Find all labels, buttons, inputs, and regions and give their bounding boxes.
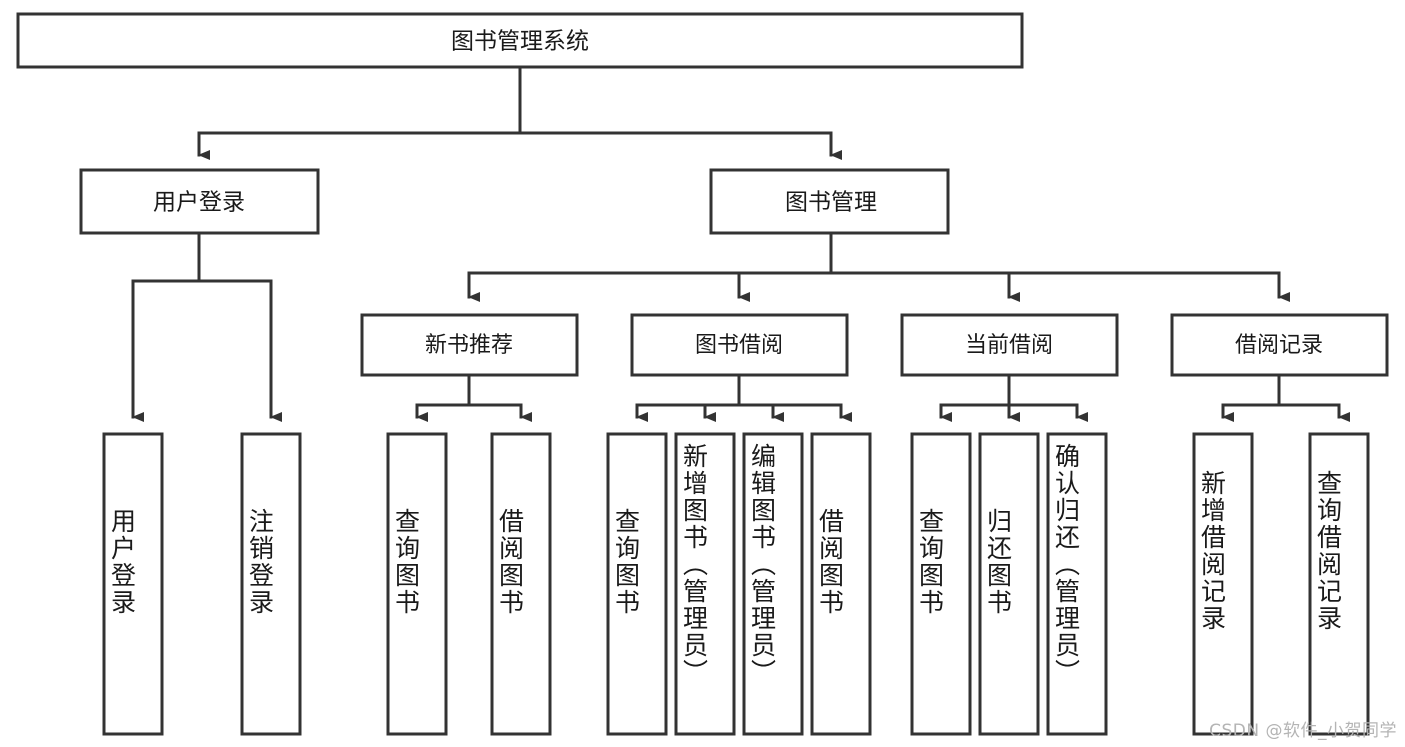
user-login-box[interactable] [79, 168, 320, 235]
leaf-box-9[interactable] [910, 432, 972, 736]
edges-borrow-to-leaves [635, 373, 852, 422]
node-borrow-records[interactable]: 借阅记录 [1170, 313, 1389, 377]
leaf-label-add-borrow-record: 新增借阅记录 [1197, 470, 1227, 632]
book-borrow-box[interactable] [630, 313, 849, 377]
leaf-label-add-book-admin: 新增图书（管理员） [679, 443, 709, 686]
leaf-box-8[interactable] [810, 432, 872, 736]
edge-root-trunk [197, 65, 833, 154]
edges-current-to-leaves [939, 373, 1088, 422]
leaf-box-6[interactable] [674, 432, 736, 736]
leaf-label-borrow-book-2: 借阅图书 [815, 508, 845, 616]
leaf-boxes [102, 432, 1370, 736]
new-book-recommend-label: 新书推荐 [425, 333, 513, 358]
node-current-borrow[interactable]: 当前借阅 [900, 313, 1119, 377]
edges-records-to-leaves [1221, 373, 1350, 422]
leaf-box-3[interactable] [386, 432, 448, 736]
leaf-box-7[interactable] [742, 432, 804, 736]
edges-userlogin-to-leaves [131, 231, 282, 422]
leaf-box-4[interactable] [490, 432, 552, 736]
leaf-label-edit-book-admin: 编辑图书（管理员） [747, 443, 777, 686]
node-new-book-recommend[interactable]: 新书推荐 [360, 313, 579, 377]
node-book-borrow[interactable]: 图书借阅 [630, 313, 849, 377]
leaf-label-query-borrow-record: 查询借阅记录 [1313, 470, 1343, 632]
leaf-label-return-book: 归还图书 [983, 508, 1013, 616]
leaf-label-query-book-3: 查询图书 [915, 508, 945, 616]
book-management-label: 图书管理 [785, 190, 877, 216]
root-box[interactable] [16, 12, 1024, 69]
leaf-box-1[interactable] [102, 432, 164, 736]
leaf-box-5[interactable] [606, 432, 668, 736]
leaf-box-12[interactable] [1192, 432, 1254, 736]
borrow-records-label: 借阅记录 [1235, 333, 1323, 358]
csdn-watermark: CSDN @软件_小贺同学 [1209, 721, 1397, 741]
leaf-box-13[interactable] [1308, 432, 1370, 736]
edges-newbook-to-leaves [415, 373, 532, 422]
leaf-label-logout: 注销登录 [245, 508, 275, 616]
leaf-box-10[interactable] [978, 432, 1040, 736]
borrow-records-box[interactable] [1170, 313, 1389, 377]
current-borrow-box[interactable] [900, 313, 1119, 377]
current-borrow-label: 当前借阅 [965, 333, 1053, 358]
edges-bookmgmt-to-level3 [467, 231, 1290, 302]
edge-newbook-trunk [415, 373, 523, 407]
edge-borrow-trunk [635, 373, 843, 407]
leaf-label-user-login: 用户登录 [107, 508, 137, 616]
leaf-box-2[interactable] [240, 432, 302, 736]
leaf-box-11[interactable] [1046, 432, 1108, 736]
node-root[interactable]: 图书管理系统 [16, 12, 1024, 69]
user-login-label: 用户登录 [153, 190, 245, 216]
node-user-login[interactable]: 用户登录 [79, 168, 320, 235]
root-label: 图书管理系统 [451, 29, 589, 55]
new-book-recommend-box[interactable] [360, 313, 579, 377]
leaf-label-borrow-book-1: 借阅图书 [495, 508, 525, 616]
leaf-label-query-book-2: 查询图书 [611, 508, 641, 616]
book-borrow-label: 图书借阅 [695, 333, 783, 358]
edge-userlogin-trunk [131, 231, 273, 283]
edge-current-trunk [939, 373, 1079, 407]
edge-records-trunk [1221, 373, 1341, 407]
leaf-label-confirm-return-admin: 确认归还（管理员） [1051, 443, 1081, 686]
book-management-box[interactable] [709, 168, 950, 235]
leaf-label-query-book-1: 查询图书 [391, 508, 421, 616]
edges-root-to-level2 [197, 65, 842, 160]
node-book-management[interactable]: 图书管理 [709, 168, 950, 235]
edge-bookmgmt-trunk [467, 231, 1281, 275]
